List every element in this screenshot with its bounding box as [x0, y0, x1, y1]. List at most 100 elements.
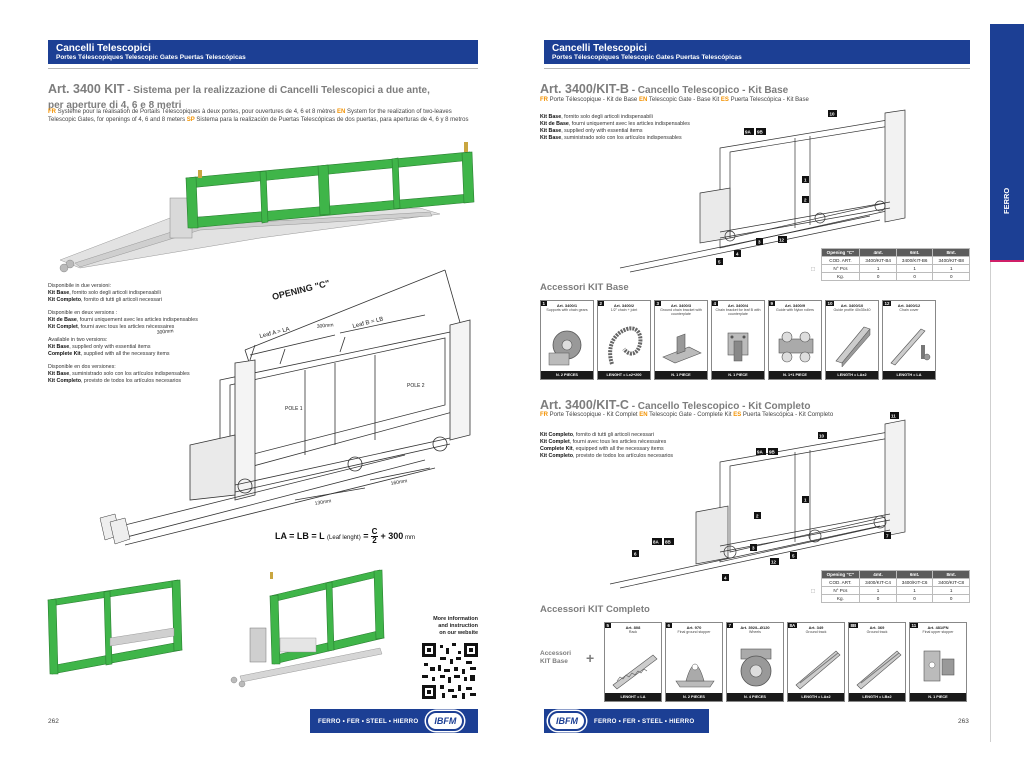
- callout-9b: 9B: [757, 130, 764, 135]
- right-page: Cancelli Telescopici Portes Télescopique…: [500, 0, 1024, 768]
- callout-1: 1: [804, 498, 807, 503]
- kitb-diagram: 10 9A 9B 1 2 3 4 12 5: [619, 109, 906, 273]
- ground-track-icon: [795, 650, 841, 690]
- side-tab-accent: [990, 260, 1024, 262]
- pole1-label: POLE 1: [285, 406, 303, 412]
- ibfm-logo: IBFM: [548, 711, 586, 731]
- footer-bar: IBFM FERRO • FER • STEEL • HIERRO: [544, 709, 709, 733]
- rack-icon: [612, 654, 658, 690]
- accessory-card[interactable]: 10 Art. 3400/10 Guide profile 40x35x40 L…: [825, 300, 879, 380]
- plus-icon: +: [586, 650, 595, 666]
- callout-6: 6: [634, 552, 637, 557]
- accessory-card[interactable]: 1 Art. 3400/1 Supports with chain gears …: [540, 300, 594, 380]
- accessory-card[interactable]: 7 Art. 392/L-Ø120 Wheels N. 4 PIECES: [726, 622, 784, 702]
- dim-130: 130mm: [314, 498, 331, 507]
- kitc-description: Kit Completo, fornito di tutti gli artic…: [540, 432, 674, 459]
- callout-5: 5: [718, 260, 721, 265]
- kitc-title: Art. 3400/KIT-C - Cancello Telescopico -…: [540, 398, 811, 412]
- callout-5: 5: [792, 554, 795, 559]
- section-subtitle: Portes Télescopiques Telescopic Gates Pu…: [56, 54, 246, 61]
- ibfm-logo: IBFM: [426, 711, 465, 731]
- qr-caption: More information and instruction on our …: [433, 616, 478, 636]
- guide-profile-icon: [835, 326, 871, 368]
- accessory-card[interactable]: 3 Art. 3400/3 Ground chain bracket with …: [654, 300, 708, 380]
- accessory-card[interactable]: 9 Art. 3400/9 Guide with Nylon rollers N…: [768, 300, 822, 380]
- callout-4: 4: [724, 576, 727, 581]
- header-rule: [544, 68, 970, 69]
- acc-base-reference: Accessori KIT Base: [540, 650, 572, 665]
- opening-label: OPENING "C": [271, 278, 331, 302]
- section-subtitle: Portes Télescopiques Telescopic Gates Pu…: [552, 54, 742, 61]
- callout-10: 10: [830, 112, 836, 117]
- callout-1: 1: [804, 178, 807, 183]
- gate-photo-left: [47, 579, 183, 675]
- callout-9a: 9A: [757, 450, 764, 455]
- header-rule: [48, 68, 478, 69]
- accessory-card[interactable]: 11 Art. 481/FN Final upper stopper N. 1 …: [909, 622, 967, 702]
- dim-160: 160mm: [390, 478, 407, 487]
- callout-2: 2: [804, 198, 807, 203]
- callout-3: 3: [758, 240, 761, 245]
- product-title: Art. 3400 KIT - Sistema per la realizzaz…: [48, 80, 430, 98]
- dim-300a: 300mm: [157, 328, 174, 336]
- section-header: Cancelli Telescopici Portes Télescopique…: [48, 40, 478, 64]
- translations: FR Système pour la réalisation de Portai…: [48, 109, 469, 123]
- page-edge-line: [990, 262, 991, 742]
- page-number: 262: [48, 718, 59, 725]
- kitb-spec-table: Opening "C" 4mt. 6mt. 8mt. ⬚ COD. ART. 3…: [805, 248, 970, 281]
- kitc-translations: FR Porte Télescopique - Kit Complet EN T…: [540, 412, 834, 418]
- callout-7: 7: [886, 534, 889, 539]
- callout-12: 12: [779, 238, 785, 243]
- gate-technical-diagram: 300mm 300mm POLE 1 POLE 2 130mm 160mm OP…: [99, 269, 471, 546]
- qr-code[interactable]: [422, 643, 478, 699]
- page-number: 263: [958, 718, 969, 725]
- kitb-description: Kit Base, fornito solo degli articoli in…: [540, 114, 690, 141]
- chain-cover-icon: [890, 328, 931, 366]
- ground-track-icon: [856, 650, 902, 690]
- acc-base-title: Accessori KIT Base: [540, 282, 629, 293]
- article-desc: - Sistema per la realizzazione di Cancel…: [124, 85, 430, 96]
- kitc-diagram: 11 10 9A 9B 1 2 3 12 7 5 4 8A 8B 6: [609, 412, 906, 589]
- upper-stopper-icon: [923, 650, 955, 682]
- chain-bracket-icon: [727, 332, 749, 362]
- section-header: Cancelli Telescopici Portes Télescopique…: [544, 40, 970, 64]
- acc-base-list: 1 Art. 3400/1 Supports with chain gears …: [540, 300, 936, 380]
- article-code: Art. 3400 KIT: [48, 82, 125, 96]
- pole2-label: POLE 2: [407, 383, 425, 389]
- accessory-card[interactable]: 8B Art. 369 Ground track LENGTH = LBx2: [848, 622, 906, 702]
- kitb-translations: FR Porte Télescopique - Kit de Base EN T…: [540, 97, 809, 103]
- dim-300b: 300mm: [317, 322, 334, 330]
- accessory-card[interactable]: 8A Art. 349 Ground track LENGTH = LAx2: [787, 622, 845, 702]
- callout-3: 3: [752, 546, 755, 551]
- kitc-spec-table: Opening "C" 4mt. 6mt. 8mt. ⬚ COD. ART. 3…: [805, 570, 970, 603]
- accessory-card[interactable]: 2 Art. 3400/2 1/2" chain + joint LENGHT …: [597, 300, 651, 380]
- accessory-card[interactable]: 4 Art. 3400/4 Chain bracket for leaf B w…: [711, 300, 765, 380]
- acc-complete-list: 5 Art. 808 Rack LENGHT = LA 6 Art. 970 F…: [604, 622, 967, 702]
- callout-9b: 9B: [769, 450, 776, 455]
- box-icon: ⬚: [810, 265, 815, 271]
- box-icon: ⬚: [810, 587, 815, 593]
- chain-icon: [608, 326, 643, 365]
- ground-stopper-icon: [675, 663, 715, 688]
- kitb-title: Art. 3400/KIT-B - Cancello Telescopico -…: [540, 82, 789, 96]
- product-title-line2: per aperture di 4, 6 e 8 metri: [48, 100, 182, 111]
- side-tab-ferro[interactable]: FERRO: [990, 24, 1024, 260]
- callout-8a: 8A: [653, 540, 660, 545]
- callout-2: 2: [756, 514, 759, 519]
- gate-illustration-top: [59, 142, 475, 273]
- wheel-icon: [740, 648, 772, 687]
- accessory-card[interactable]: 5 Art. 808 Rack LENGHT = LA: [604, 622, 662, 702]
- ground-bracket-icon: [662, 333, 702, 364]
- gate-photo-right: [230, 569, 385, 688]
- callout-4: 4: [736, 252, 739, 257]
- callout-11: 11: [891, 414, 896, 419]
- accessory-card[interactable]: 12 Art. 3400/12 Chain cover LENGTH = LA: [882, 300, 936, 380]
- callout-10: 10: [819, 434, 825, 439]
- chain-gear-icon: [548, 330, 582, 366]
- section-title: Cancelli Telescopici: [56, 43, 151, 54]
- acc-complete-title: Accessori KIT Completo: [540, 604, 650, 615]
- footer-materials: FERRO • FER • STEEL • HIERRO: [594, 717, 695, 725]
- leaf-b-label: Leaf B = LB: [352, 316, 384, 329]
- accessory-card[interactable]: 6 Art. 970 Final ground stopper N. 2 PIE…: [665, 622, 723, 702]
